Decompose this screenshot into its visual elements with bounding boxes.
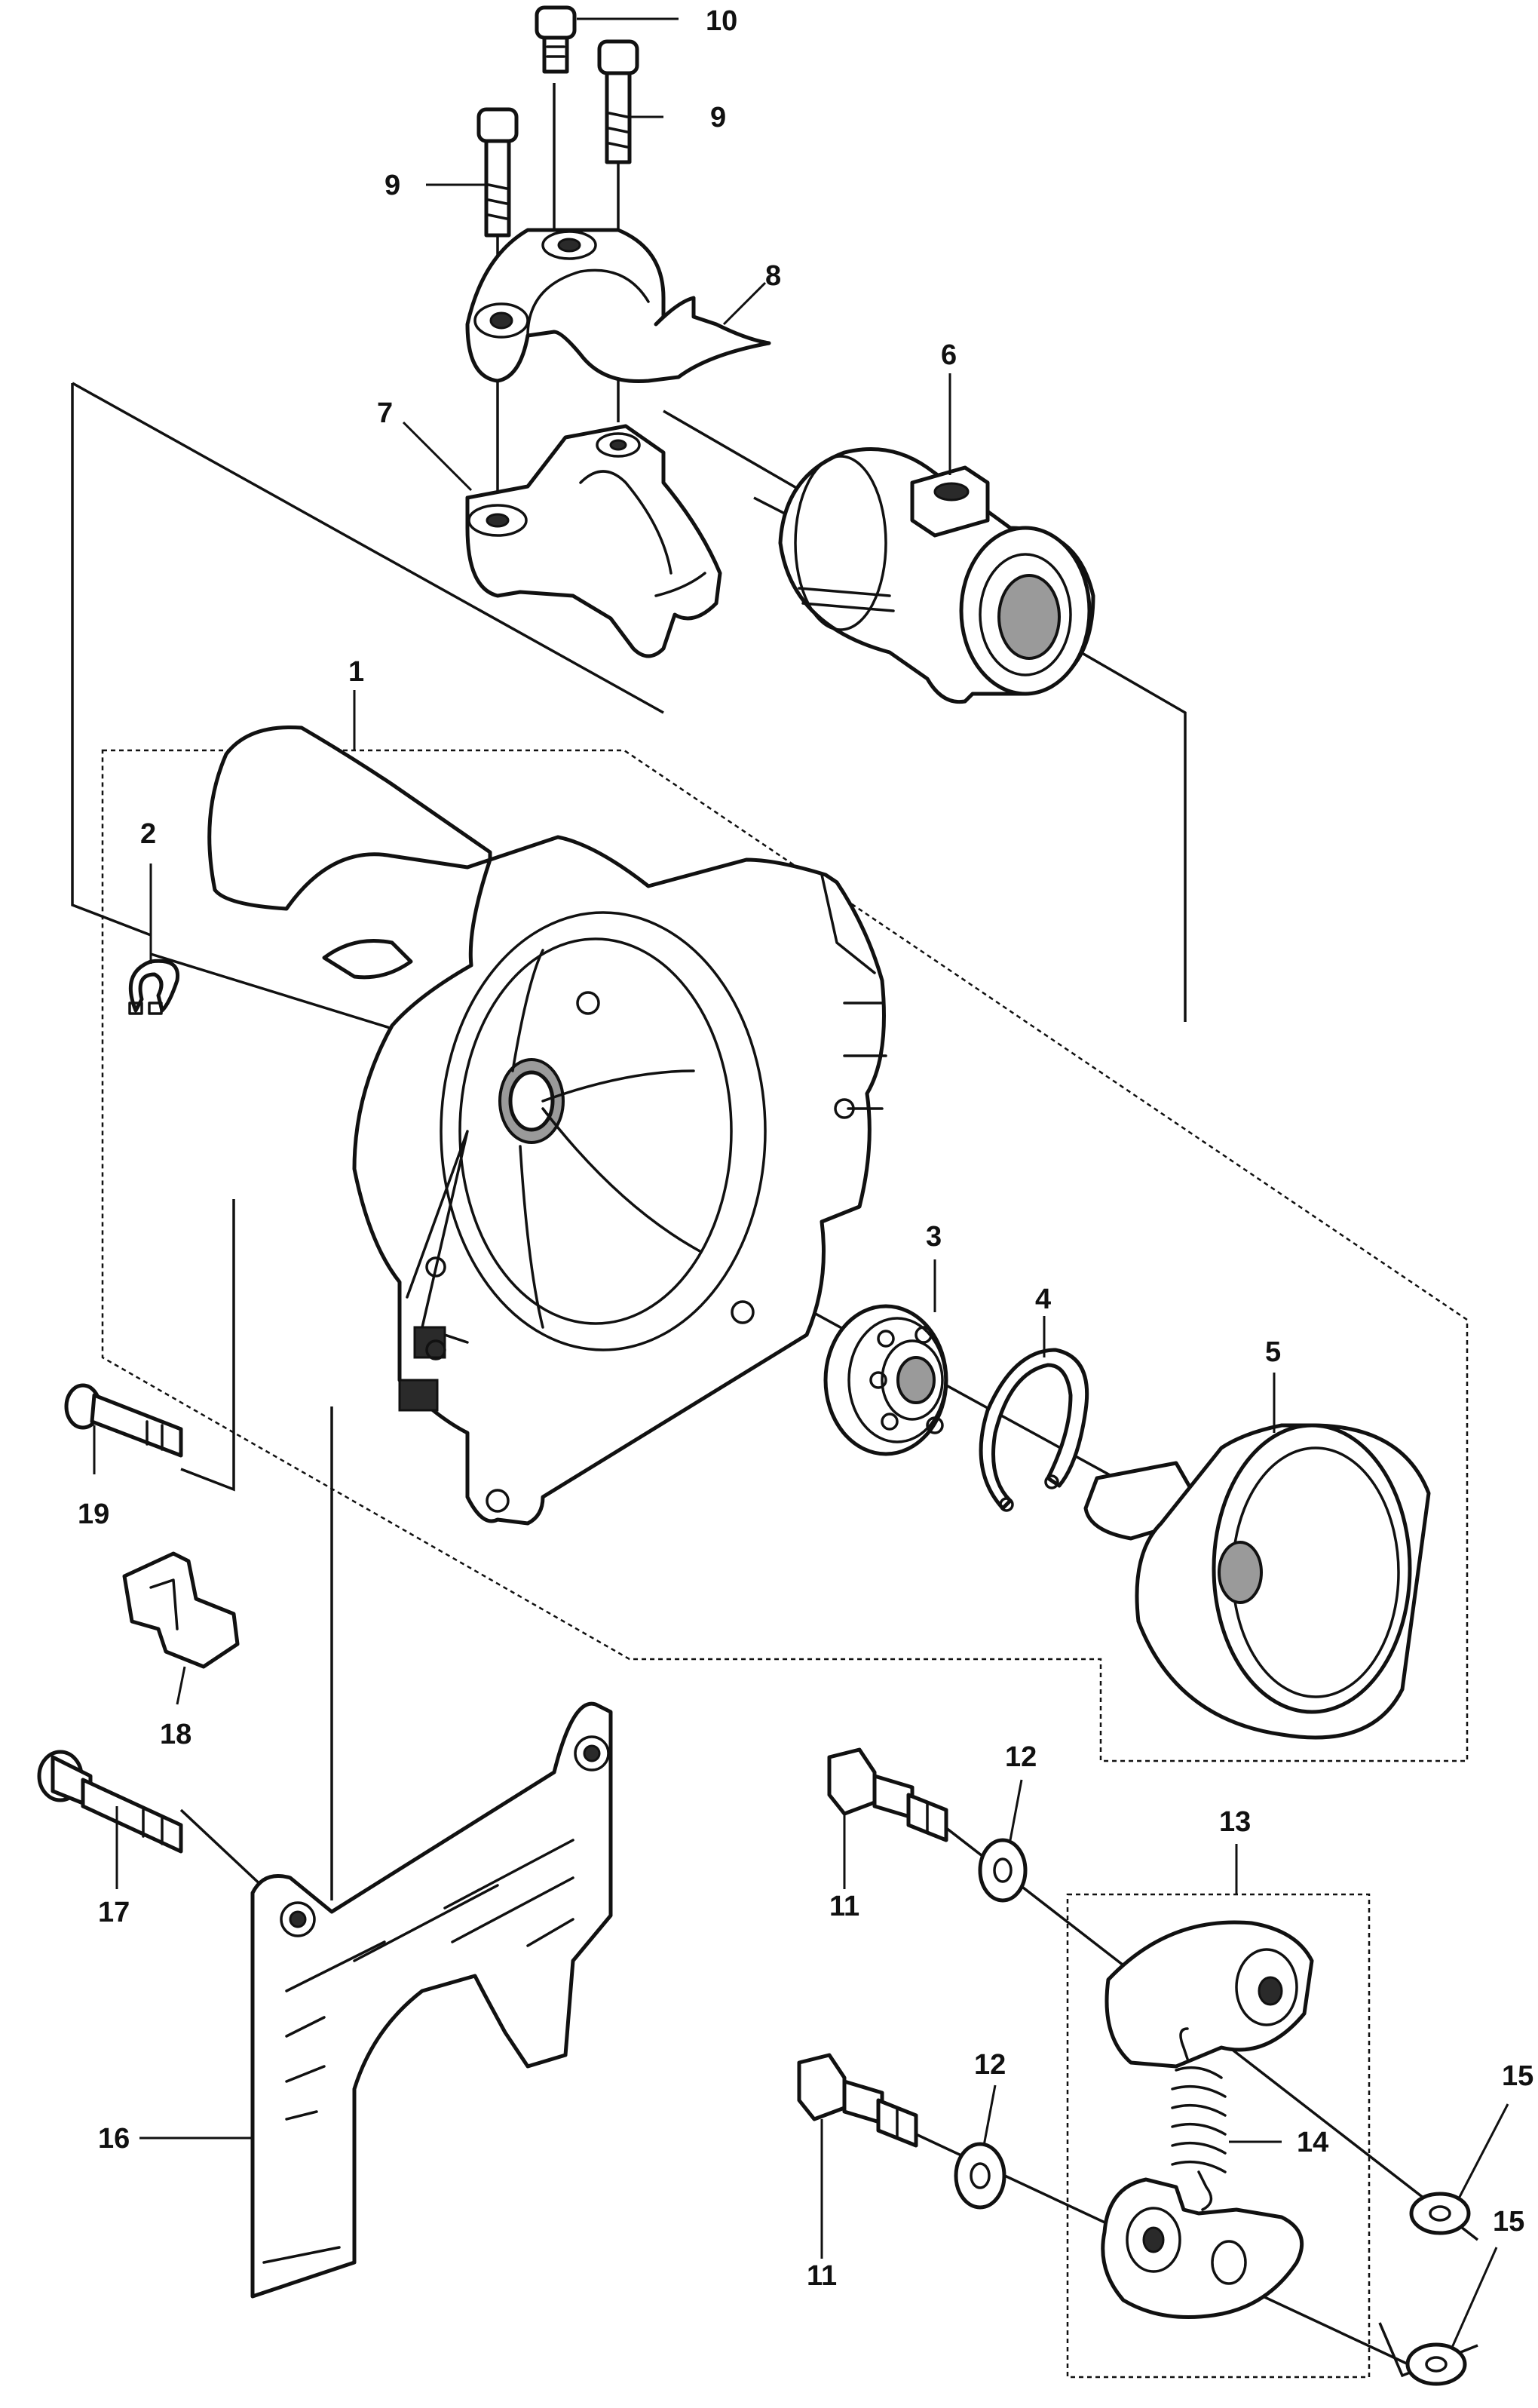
washer-part-15-lower: [1405, 2342, 1467, 2386]
callout-label: 2: [140, 818, 156, 850]
callout-label: 9: [710, 102, 726, 133]
callout-label: 10: [706, 5, 737, 37]
bolt-part-17: [37, 1750, 183, 1854]
kit-outlines: [101, 749, 1469, 2379]
callout-label: 6: [941, 339, 957, 371]
gear-housing-part-1: [207, 725, 887, 1526]
clip-part-18: [122, 1551, 240, 1669]
callout-label: 14: [1297, 2127, 1328, 2158]
clutch-drum-part-5: [1083, 1423, 1431, 1740]
callout-label: 18: [160, 1719, 191, 1750]
screw-10: [535, 5, 577, 74]
callout-label: 12: [974, 2049, 1006, 2081]
bolt-part-11-lower: [797, 2053, 918, 2148]
spring-part-14: [1171, 2027, 1227, 2211]
circlip-part-2: [128, 959, 180, 1015]
callout-label: 1: [348, 656, 364, 688]
callout-leaders: [93, 17, 1509, 2350]
callout-label: 8: [765, 260, 781, 292]
callout-label: 11: [829, 1891, 859, 1922]
callout-label: 9: [384, 170, 400, 201]
callout-label: 7: [377, 397, 393, 429]
callout-label: 19: [78, 1498, 109, 1530]
clamp-upper-part-8: [465, 228, 771, 384]
circlip-part-4: [979, 1348, 1089, 1512]
clutch-shoe-upper-part-13: [1104, 1920, 1314, 2069]
callout-labels: 1 2 3 4 5 6 7 8 9 9 10 11 11 12 12 13 14…: [78, 5, 1533, 2292]
sleeve-part-6: [778, 447, 1095, 704]
plate-part-16: [250, 1701, 613, 2299]
callout-label: 13: [1219, 1806, 1251, 1838]
clutch-shoe-lower-part-13: [1101, 2177, 1304, 2319]
screw-9-left: [476, 107, 519, 238]
washer-part-12-lower: [954, 2142, 1006, 2210]
callout-label: 15: [1493, 2206, 1524, 2238]
callout-label: 16: [98, 2123, 130, 2155]
callout-label: 12: [1005, 1741, 1037, 1773]
callout-label: 4: [1035, 1284, 1051, 1315]
bearing-part-3: [823, 1304, 948, 1456]
callout-label: 17: [98, 1897, 130, 1928]
callout-label: 15: [1502, 2060, 1533, 2092]
callout-label: 5: [1265, 1336, 1281, 1368]
washer-part-12-upper: [978, 1838, 1028, 1903]
callout-label: 11: [807, 2260, 837, 2292]
clamp-lower-part-7: [465, 424, 722, 658]
bolt-part-11-upper: [827, 1747, 948, 1842]
washer-part-15-upper: [1409, 2192, 1471, 2235]
screw-9-right: [597, 39, 639, 164]
pin-part-19: [64, 1383, 183, 1458]
callout-label: 3: [926, 1221, 942, 1253]
